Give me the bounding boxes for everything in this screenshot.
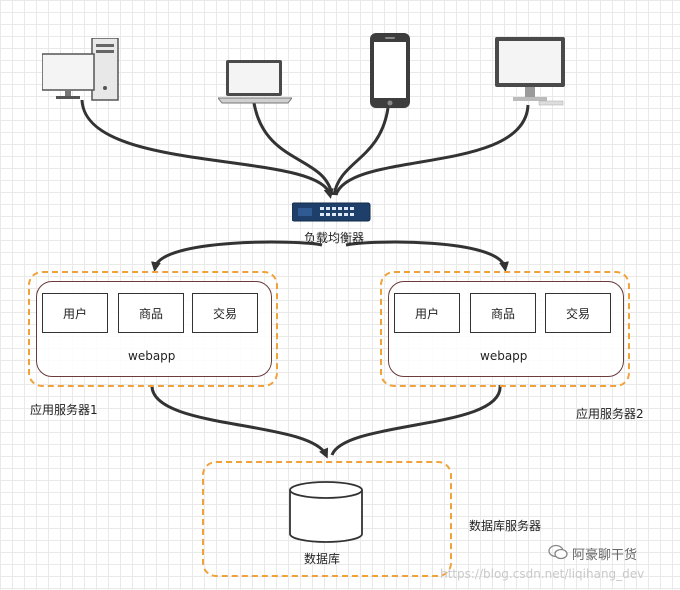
- database-cylinder-icon: [289, 481, 363, 543]
- connector-laptop-to-lb: [252, 102, 334, 196]
- monitor-icon: [495, 37, 565, 106]
- db-server-boundary: [202, 461, 452, 577]
- database-label: 数据库: [304, 552, 341, 566]
- webapp-1-label: webapp: [128, 349, 176, 363]
- module-trade-2: 交易: [545, 293, 611, 333]
- connector-monitor-to-lb: [334, 104, 530, 196]
- switch-icon: [292, 202, 371, 222]
- app-server-1-label: 应用服务器1: [30, 403, 98, 417]
- desktop-tower-icon: [42, 38, 119, 101]
- connector-server1-to-db: [150, 384, 329, 459]
- module-user-2: 用户: [394, 293, 460, 333]
- smartphone-icon: [370, 33, 410, 108]
- load-balancer-label: 负载均衡器: [304, 231, 365, 245]
- app-server-2-boundary: [380, 271, 630, 387]
- db-server-label: 数据库服务器: [469, 519, 542, 533]
- wechat-icon: [548, 544, 568, 560]
- module-trade-1: 交易: [192, 293, 258, 333]
- app-server-2-label: 应用服务器2: [576, 407, 644, 421]
- watermark-url: https://blog.csdn.net/liqihang_dev: [440, 567, 645, 581]
- webapp-2-label: webapp: [480, 349, 528, 363]
- connector-server2-to-db: [330, 384, 502, 456]
- module-user-1: 用户: [42, 293, 108, 333]
- connector-phone-to-lb: [332, 107, 390, 196]
- watermark-brand: 阿豪聊干货: [572, 548, 638, 563]
- connector-lb-to-server1: [151, 240, 323, 272]
- laptop-icon: [218, 60, 292, 104]
- module-product-1: 商品: [118, 293, 184, 333]
- app-server-1-boundary: [28, 271, 278, 387]
- module-product-2: 商品: [470, 293, 536, 333]
- connector-lb-to-server2: [345, 240, 509, 272]
- connector-desktop-to-lb: [80, 99, 334, 199]
